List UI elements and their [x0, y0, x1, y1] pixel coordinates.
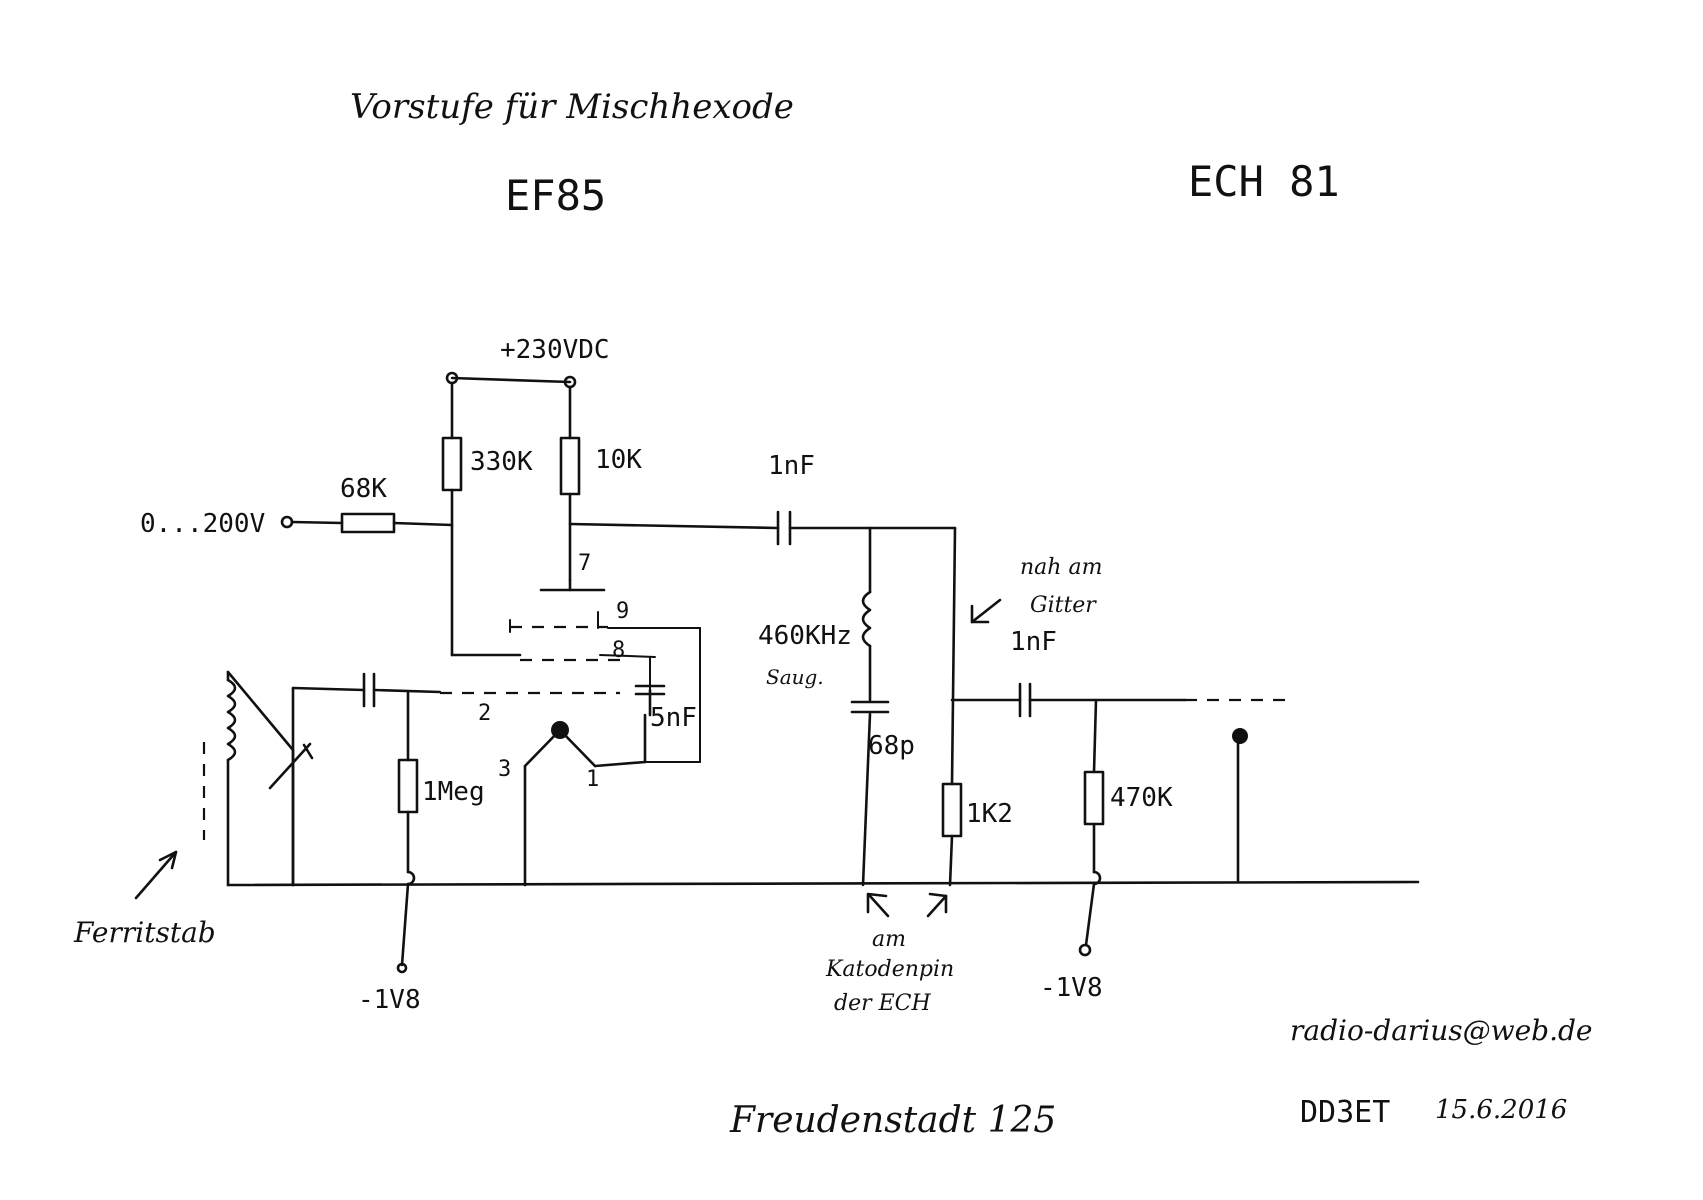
output-line [950, 682, 1290, 718]
radio-name: Freudenstadt 125 [729, 1100, 1056, 1141]
resistor-10k [539, 385, 606, 592]
resistor-1k2 [941, 526, 963, 887]
pin-1-label: 1 [586, 767, 599, 792]
resistor-330k [441, 381, 522, 657]
subtitle: Vorstufe für Mischhexode [350, 87, 794, 127]
supply-label: +230VDC [500, 335, 610, 365]
bias-left-label: -1V8 [358, 985, 421, 1015]
capacitor-5nf [634, 684, 666, 764]
label-1meg: 1Meg [422, 777, 485, 807]
pin-7-label: 7 [578, 551, 591, 576]
freq-label: 460KHz [758, 621, 852, 651]
pin-2-label: 2 [478, 701, 491, 726]
email: radio-darius@web.de [1290, 1014, 1593, 1047]
anode-line [568, 510, 957, 546]
near-grid-2: Gitter [1030, 593, 1097, 618]
tube-right-label: ECH 81 [1188, 157, 1340, 206]
freq-note: Saug. [766, 665, 824, 689]
ferrite-arrow [134, 850, 178, 900]
cathode-note-1: am [872, 927, 906, 952]
pin-3-label: 3 [498, 757, 511, 782]
label-68p: 68p [868, 731, 915, 761]
ferrite-label: Ferritstab [73, 916, 216, 949]
cathode-arrows [866, 892, 948, 918]
ef85-tube [440, 611, 701, 887]
date: 15.6.2016 [1435, 1095, 1567, 1125]
input-voltage-label: 0...200V [140, 509, 265, 539]
label-5nf: 5nF [650, 703, 697, 733]
bias-right-label: -1V8 [1040, 973, 1103, 1003]
label-470k: 470K [1110, 783, 1173, 813]
resistor-470k [1078, 698, 1105, 957]
trap-circuit [850, 526, 890, 887]
pin-8-label: 8 [612, 638, 625, 663]
label-1nf-top: 1nF [768, 451, 815, 481]
cathode-note-2: Katodenpin [825, 957, 954, 982]
label-1k2: 1K2 [966, 799, 1013, 829]
label-10k: 10K [595, 445, 642, 475]
ferrite-antenna [202, 670, 314, 887]
pin-9-label: 9 [616, 599, 629, 624]
label-68k: 68K [340, 474, 387, 504]
callsign: DD3ET [1300, 1095, 1390, 1130]
resistor-68k [280, 512, 454, 534]
resistor-1meg [396, 758, 419, 974]
tube-left-label: EF85 [505, 171, 606, 220]
ech81-grid-pin [1232, 728, 1248, 884]
near-grid-arrow [970, 598, 1002, 624]
supply-rail [445, 371, 577, 389]
label-330k: 330K [470, 447, 533, 477]
label-1nf-right: 1nF [1010, 627, 1057, 657]
ground-line [226, 880, 1420, 887]
cathode-note-3: der ECH [834, 991, 932, 1016]
near-grid-1: nah am [1020, 555, 1102, 580]
